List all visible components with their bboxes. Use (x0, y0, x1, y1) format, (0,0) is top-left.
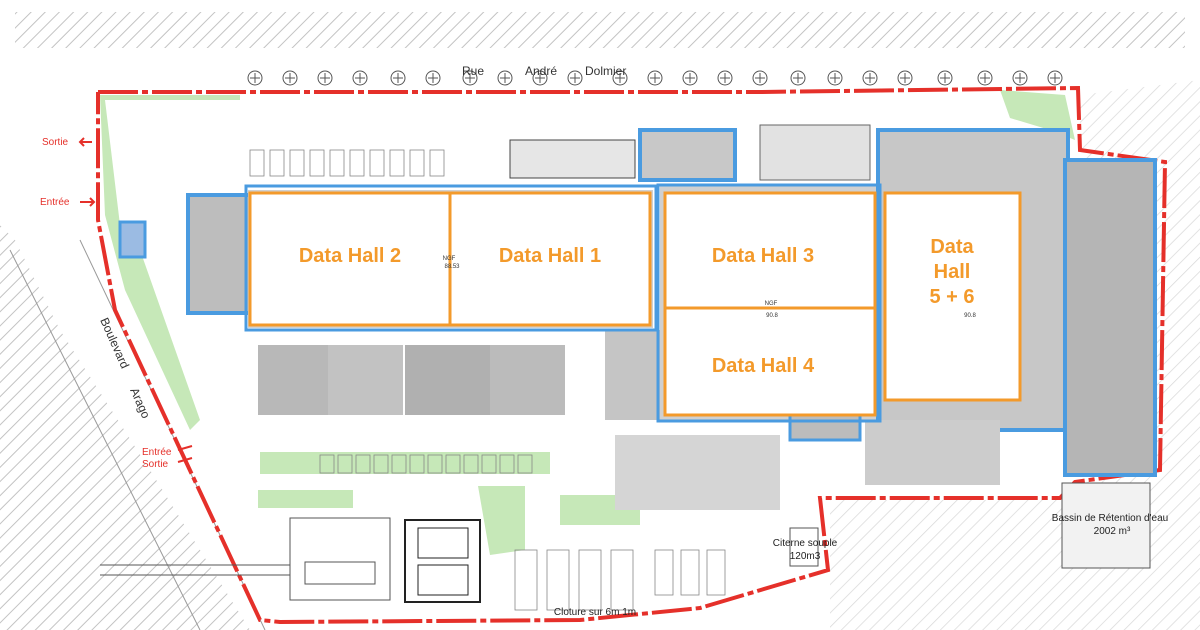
parking-stall (391, 454, 407, 474)
parking-stall (680, 549, 700, 596)
parking-stall (355, 454, 371, 474)
tree-icon-cross (393, 73, 403, 83)
parking-stall (427, 454, 443, 474)
data-hall-56-label-line1: Data (930, 236, 974, 258)
tree-icon-cross (285, 73, 295, 83)
tree-icon-cross (1015, 73, 1025, 83)
exit-arrow-icon (78, 137, 92, 147)
tree-icon-cross (900, 73, 910, 83)
exit-sign-top: Sortie (42, 137, 69, 148)
parking-stall (546, 549, 570, 611)
tree-icon-cross (250, 73, 260, 83)
parking-stall (409, 454, 425, 474)
tree-icon-cross (355, 73, 365, 83)
cistern-label-line1: Citerne souple (773, 538, 838, 549)
tree-icon-cross (500, 73, 510, 83)
tree-icon-cross (428, 73, 438, 83)
tree-icon-cross (465, 73, 475, 83)
street-word-3: Dolmier (585, 64, 626, 78)
tree-icon-cross (650, 73, 660, 83)
basin-label-line1: Bassin de Rétention d'eau (1052, 513, 1168, 524)
tree-icon-cross (535, 73, 545, 83)
level-value-hall-3-4: 90.8 (766, 313, 778, 319)
parking-stall (337, 454, 353, 474)
basin-label-line2: 2002 m³ (1094, 526, 1131, 537)
entry-sign-bottom: Entrée (142, 447, 172, 458)
parking-stall (463, 454, 479, 474)
data-hall-1 (448, 191, 652, 327)
data-hall-4 (663, 306, 877, 417)
street-word-2: André (525, 64, 557, 78)
tree-icon-cross (865, 73, 875, 83)
parking-stall (369, 149, 385, 177)
site-boundary (96, 85, 1168, 625)
data-hall-3-label: Data Hall 3 (712, 245, 814, 267)
tree-icon-cross (570, 73, 580, 83)
parking-stall (389, 149, 405, 177)
boulevard-word-1: Boulevard (97, 316, 132, 371)
level-value-hall-2-1: 88.53 (444, 264, 460, 270)
parking-stalls (249, 149, 726, 611)
parking-stall (610, 549, 634, 611)
entry-sign-top: Entrée (40, 197, 70, 208)
exit-sign-bottom: Sortie (142, 459, 169, 470)
data-hall-56-label-line2: Hall (934, 261, 971, 283)
data-hall-1-label: Data Hall 1 (499, 245, 601, 267)
parking-stall (514, 549, 538, 611)
data-hall-2 (248, 191, 452, 327)
cistern-label-line2: 120m3 (790, 551, 821, 562)
tree-icon-cross (720, 73, 730, 83)
data-hall-5-6 (883, 191, 1022, 402)
entry-arrow-icon (80, 197, 96, 207)
parking-stall (517, 454, 533, 474)
entry-exit-arrow-icon (177, 445, 193, 463)
parking-stall (249, 149, 265, 177)
parking-stall (481, 454, 497, 474)
parking-stall (329, 149, 345, 177)
parking-stall (373, 454, 389, 474)
tree-icon-cross (755, 73, 765, 83)
data-hall-56-label-line3: 5 + 6 (929, 286, 974, 308)
parking-stall (445, 454, 461, 474)
parking-stall (429, 149, 445, 177)
tree-icon-cross (940, 73, 950, 83)
retention-basin: Bassin de Rétention d'eau 2002 m³ (1052, 482, 1168, 569)
level-value-hall-56: 90.8 (964, 313, 976, 319)
parking-stall (409, 149, 425, 177)
tree-icon-cross (830, 73, 840, 83)
tree-icon-cross (1050, 73, 1060, 83)
parking-stall (706, 549, 726, 596)
tree-icon-cross (320, 73, 330, 83)
boulevard-word-2: Arago (127, 386, 153, 421)
street-trees (247, 70, 1063, 86)
cistern: Citerne souple 120m3 (773, 527, 838, 567)
parking-stall (269, 149, 285, 177)
tree-icon-cross (793, 73, 803, 83)
tree-icon-cross (685, 73, 695, 83)
access-signs: Sortie Entrée Entrée Sortie (40, 137, 193, 470)
building-outline (244, 183, 882, 423)
parking-stall (654, 549, 674, 596)
level-tag-hall-2-1: NGF (443, 256, 456, 262)
parking-stall (289, 149, 305, 177)
parking-stall (578, 549, 602, 611)
street-name: Rue André Dolmier (462, 64, 626, 78)
data-hall-2-label: Data Hall 2 (299, 245, 401, 267)
fence-label: Cloture sur 6m 1m (554, 607, 636, 618)
level-tag-hall-3-4: NGF (765, 301, 778, 307)
parking-stall (499, 454, 515, 474)
parking-stall (319, 454, 335, 474)
data-hall-3 (663, 191, 877, 310)
street-word-1: Rue (462, 64, 484, 78)
tree-icon-cross (980, 73, 990, 83)
data-halls: Data Hall 2 Data Hall 1 Data Hall 3 Data… (248, 191, 1022, 417)
data-hall-4-label: Data Hall 4 (712, 355, 815, 377)
tree-icon-cross (615, 73, 625, 83)
generator-yard (100, 517, 481, 603)
parking-stall (309, 149, 325, 177)
parking-stall (349, 149, 365, 177)
